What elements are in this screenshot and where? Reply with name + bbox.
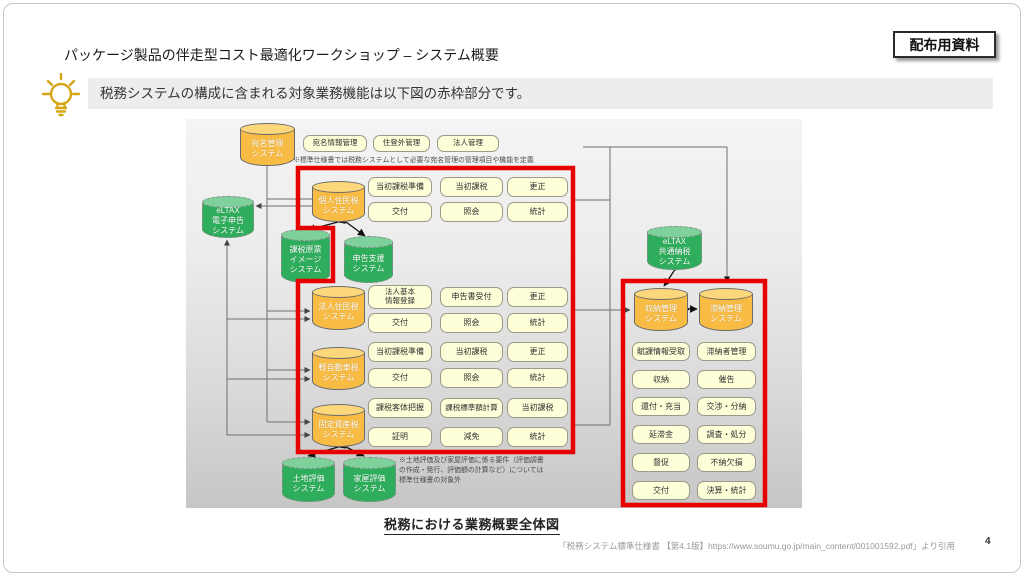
function-box: 賦課情報受取 xyxy=(632,342,690,361)
note-bottom: ※土地評価及び家屋評価に係る要件（評価調書 の作成・発行、評価額の計算など）につ… xyxy=(399,457,544,484)
cylinder-label: 個人住民税 システム xyxy=(318,195,359,215)
function-box-jutogai-kanri: 住登外管理 xyxy=(373,135,430,152)
function-box: 当初課税準備 xyxy=(368,342,432,362)
function-box: 法人基本 情報登録 xyxy=(368,285,432,309)
cylinder-top xyxy=(647,226,702,238)
function-box: 当初課税 xyxy=(507,398,568,418)
function-box: 延滞金 xyxy=(632,425,690,444)
function-box: 証明 xyxy=(368,427,432,447)
function-box: 当初課税 xyxy=(440,342,503,362)
function-box: 還付・充当 xyxy=(632,397,690,416)
cylinder-hojin-juminzei: 法人住民税 システム xyxy=(312,286,365,330)
function-box: 照会 xyxy=(440,313,503,333)
function-box-atena-joho-kanri: 宛名情報管理 xyxy=(303,135,367,152)
function-box: 照会 xyxy=(440,368,503,388)
function-box: 申告書受付 xyxy=(440,287,503,307)
lightbulb-icon xyxy=(41,73,81,117)
cylinder-top xyxy=(343,457,396,469)
function-box: 不納欠損 xyxy=(697,453,756,472)
cylinder-kazei-genpyo: 課税原票 イメージ システム xyxy=(281,229,330,283)
diagram-caption: 税務における業務概要全体図 xyxy=(384,514,560,535)
cylinder-shuno-kanri: 収納管理 システム xyxy=(634,288,688,331)
function-box: 調査・処分 xyxy=(697,425,756,444)
function-box: 統計 xyxy=(507,313,568,333)
citation-text: 「税務システム標準仕様書 【第4.1版】https://www.soumu.go… xyxy=(558,541,955,551)
function-box: 滞納者管理 xyxy=(697,342,756,361)
cylinder-kei-jidoshazei: 軽自動車税 システム xyxy=(312,347,365,390)
cylinder-taino-kanri: 滞納管理 システム xyxy=(699,288,753,331)
cylinder-label: 宛名管理 システム xyxy=(251,138,284,158)
cylinder-label: 課税原票 イメージ システム xyxy=(289,245,322,274)
cylinder-label: 軽自動車税 システム xyxy=(318,362,359,382)
callout-bar xyxy=(88,78,993,109)
cylinder-tochi-hyoka: 土地評価 システム xyxy=(282,457,335,502)
cylinder-body xyxy=(282,463,335,502)
handout-badge: 配布用資料 xyxy=(893,31,996,58)
function-box: 交渉・分納 xyxy=(697,397,756,416)
note-top: ※標準仕様書では税務システムとして必要な宛名管理の管理項目や機能を定義 xyxy=(293,157,534,164)
cylinder-label: 固定資産税 システム xyxy=(318,419,359,439)
function-box: 更正 xyxy=(507,287,568,307)
function-box: 統計 xyxy=(507,202,568,222)
function-box: 決算・統計 xyxy=(697,481,756,500)
function-box: 照会 xyxy=(440,202,503,222)
cylinder-top xyxy=(202,196,254,208)
callout-text: 税務システムの構成に含まれる対象業務機能は以下図の赤枠部分です。 xyxy=(100,86,531,101)
function-box: 督促 xyxy=(632,453,690,472)
cylinder-label: 滞納管理 システム xyxy=(710,303,742,323)
cylinder-kotei-shisanzei: 固定資産税 システム xyxy=(312,404,365,447)
diagram-panel: 宛名管理 システム eLTAX 電子申告 システム 個人住民税 システム 課税原… xyxy=(186,119,802,508)
function-box-hojin-kanri: 法人管理 xyxy=(437,135,499,152)
cylinder-label: 収納管理 システム xyxy=(645,303,677,323)
cylinder-eltax-denshi: eLTAX 電子申告 システム xyxy=(202,196,254,238)
cylinder-label: 家屋評価 システム xyxy=(353,473,386,493)
function-box: 課税標準額計算 xyxy=(440,398,503,418)
cylinder-top xyxy=(240,123,295,135)
page-number: 4 xyxy=(985,536,991,547)
function-box: 統計 xyxy=(507,427,568,447)
cylinder-label: 土地評価 システム xyxy=(292,473,325,493)
cylinder-kojin-juminzei: 個人住民税 システム xyxy=(312,181,365,222)
function-box: 課税客体把握 xyxy=(368,398,432,418)
cylinder-body xyxy=(240,129,295,166)
function-box: 当初課税準備 xyxy=(368,177,432,197)
page-title: パッケージ製品の伴走型コスト最適化ワークショップ – システム概要 xyxy=(64,47,499,63)
function-box: 減免 xyxy=(440,427,503,447)
cylinder-label: 法人住民税 システム xyxy=(318,302,359,321)
cylinder-eltax-kyotsu: eLTAX 共通納税 システム xyxy=(647,226,702,270)
cylinder-label: eLTAX 共通納税 システム xyxy=(658,237,691,266)
cylinder-kaoku-hyoka: 家屋評価 システム xyxy=(343,457,396,502)
function-box: 交付 xyxy=(632,481,690,500)
function-box: 交付 xyxy=(368,313,432,333)
cylinder-atena-kanri: 宛名管理 システム xyxy=(240,123,295,166)
function-box: 統計 xyxy=(507,368,568,388)
function-box: 更正 xyxy=(507,342,568,362)
function-box: 交付 xyxy=(368,202,432,222)
cylinder-shinkoku-shien: 申告支援 システム xyxy=(344,236,393,283)
cylinder-label: 申告支援 システム xyxy=(352,253,385,273)
function-box: 催告 xyxy=(697,370,756,389)
cylinder-body xyxy=(202,202,254,238)
cylinder-label: eLTAX 電子申告 システム xyxy=(212,206,244,235)
function-box: 当初課税 xyxy=(440,177,503,197)
function-box: 更正 xyxy=(507,177,568,197)
function-box: 収納 xyxy=(632,370,690,389)
cylinder-body xyxy=(343,463,396,502)
function-box: 交付 xyxy=(368,368,432,388)
